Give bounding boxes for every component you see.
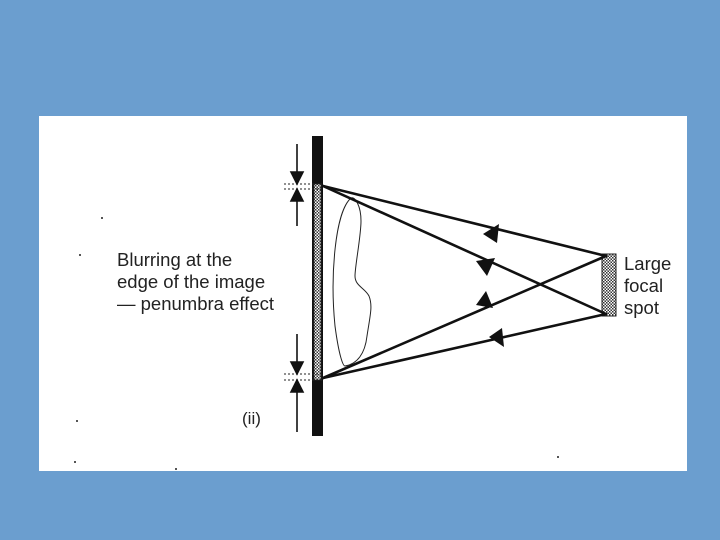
speck-marks (74, 217, 559, 470)
panel-id-label: (ii) (242, 409, 261, 428)
focal-spot-label-line: Large (624, 253, 672, 274)
diagram-panel: Blurring at the edge of the image — penu… (39, 116, 687, 471)
image-strip (313, 183, 322, 381)
focal-spot (601, 253, 617, 317)
beam-arrowheads (476, 224, 504, 347)
focal-spot-label-line: spot (624, 297, 659, 318)
focal-spot-label-line: focal (624, 275, 664, 296)
penumbra-diagram (74, 136, 617, 470)
edge-dashes (284, 183, 324, 381)
xray-beams (321, 184, 608, 380)
object-outline (332, 197, 372, 367)
focal-spot-label: Large focal spot (624, 253, 671, 319)
blurring-label-line: Blurring at the (117, 249, 233, 270)
bottom-blur-arrows (289, 334, 305, 432)
top-blur-arrows (289, 144, 305, 226)
blurring-label-line: — penumbra effect (117, 293, 274, 314)
blurring-label: Blurring at the edge of the image — penu… (117, 249, 274, 315)
blurring-label-line: edge of the image (117, 271, 266, 292)
